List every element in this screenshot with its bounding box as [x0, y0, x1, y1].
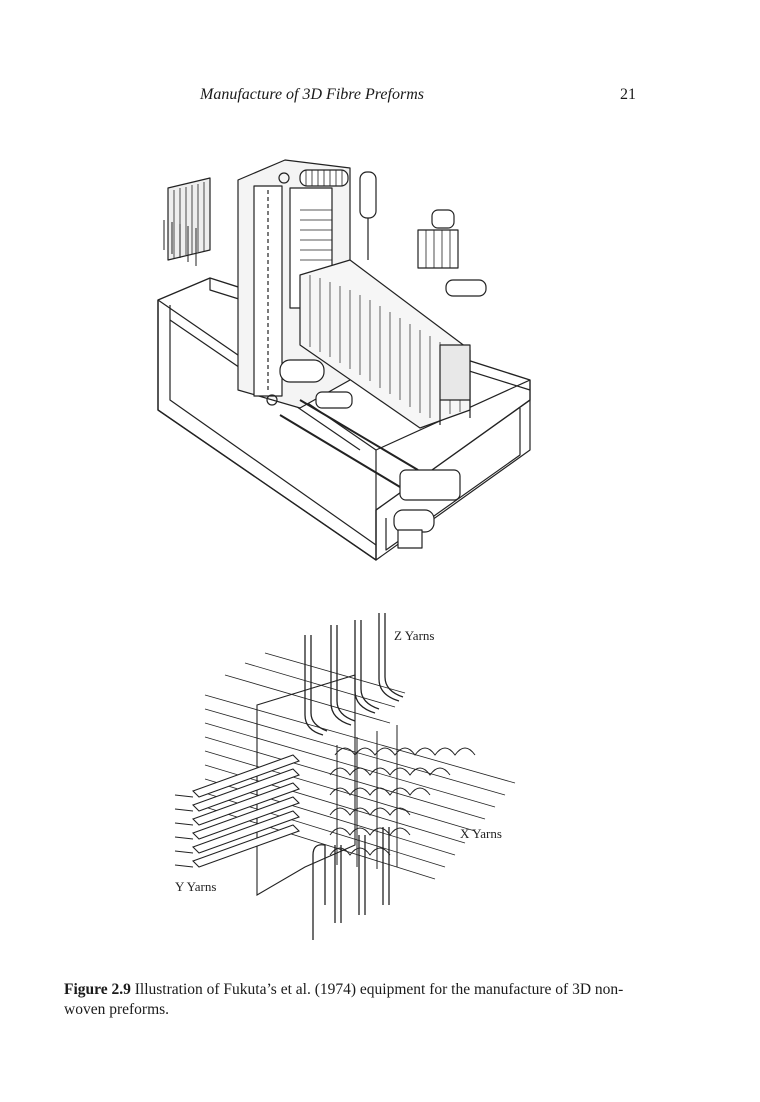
running-title: Manufacture of 3D Fibre Preforms	[200, 86, 424, 103]
x-yarns-label: X Yarns	[460, 826, 502, 841]
caption-text: Illustration of Fukuta’s et al. (1974) e…	[64, 981, 624, 1018]
yarn-loops	[329, 725, 476, 869]
z-yarns-label: Z Yarns	[394, 628, 435, 643]
backing-plate	[256, 674, 356, 896]
caption-label: Figure 2.9	[64, 981, 131, 998]
spool-motors	[279, 171, 487, 409]
y-yarn-comb	[163, 177, 211, 266]
base-frame	[157, 277, 531, 561]
preform-block	[299, 259, 471, 429]
y-yarns-label: Y Yarns	[175, 879, 217, 894]
drive-rods	[279, 399, 461, 549]
lower-needles	[312, 827, 390, 940]
machine-illustration	[157, 159, 531, 561]
yarn-arrangement-diagram	[174, 613, 516, 940]
figure-caption: Figure 2.9 Illustration of Fukuta’s et a…	[64, 980, 644, 1020]
y-yarn-combs	[174, 754, 301, 868]
page-number: 21	[620, 86, 636, 103]
z-yarns	[304, 613, 404, 736]
running-head: Manufacture of 3D Fibre Preforms 21	[200, 86, 636, 110]
